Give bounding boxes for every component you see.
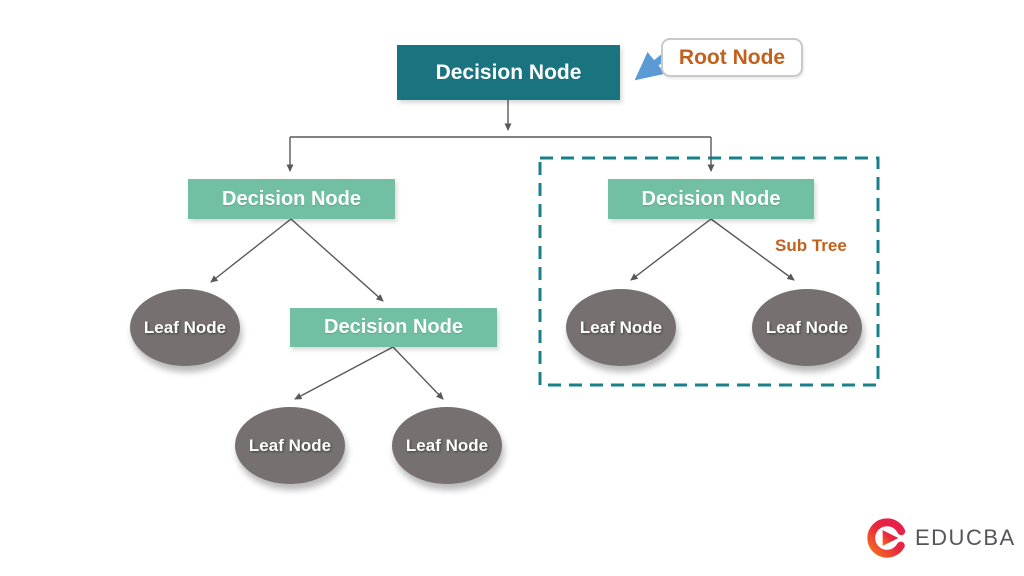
node-subtree-decision: Decision Node [608,179,814,219]
node-leaf-mid-right: Leaf Node [392,407,502,484]
root-node-callout: Root Node [661,38,803,77]
educba-logo: EDUCBA [866,515,1016,561]
node-leaf-subtree-right: Leaf Node [752,289,862,366]
educba-logo-text: EDUCBA [915,525,1016,550]
node-leaf-subtree-left: Leaf Node [566,289,676,366]
node-root-decision: Decision Node [397,45,620,100]
subtree-label: Sub Tree [775,236,847,255]
node-leaf-mid-left: Leaf Node [235,407,345,484]
node-leaf-left: Leaf Node [130,289,240,366]
node-mid-decision: Decision Node [290,308,497,347]
node-left-decision: Decision Node [188,179,395,219]
educba-logo-icon [867,518,907,558]
